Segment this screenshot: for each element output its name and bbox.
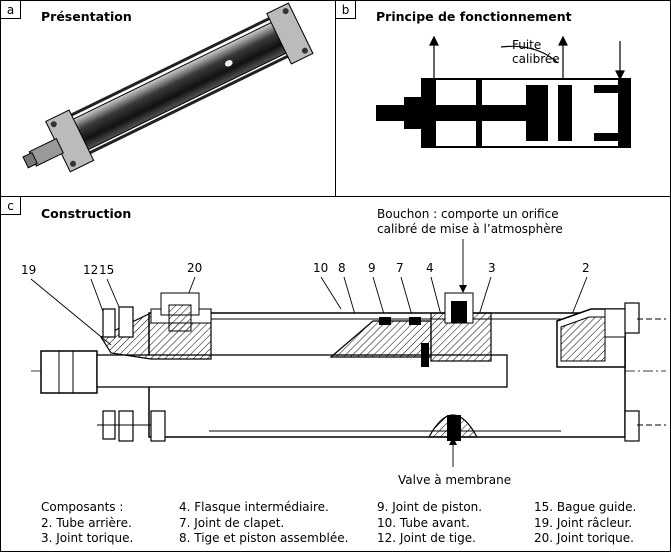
legend-item: 8. Tige et piston assemblée. xyxy=(179,531,349,545)
panel-construction: c Construction Bouchon : comporte un ori… xyxy=(0,196,671,552)
legend-item: 7. Joint de clapet. xyxy=(179,515,285,530)
panel-presentation: a Présentation xyxy=(0,0,336,197)
cylinder-photo xyxy=(22,2,314,173)
legend-item: 15. Bague guide. xyxy=(534,500,637,514)
panel-principe: b Principe de fonctionnement Fuite calib… xyxy=(335,0,671,197)
label-bouchon-line1: Bouchon : comporte un orifice xyxy=(377,207,559,221)
panel-tag-a: a xyxy=(1,1,21,19)
legend-item: 9. Joint de piston. xyxy=(377,500,483,514)
legend-item: 19. Joint râcleur. xyxy=(534,515,633,530)
panel-tag-c: c xyxy=(1,197,21,215)
legend-item: 20. Joint torique. xyxy=(534,531,634,545)
legend-item: 3. Joint torique. xyxy=(41,531,134,545)
legend-item: Composants : xyxy=(41,500,124,514)
part-number-9: 9 xyxy=(368,261,376,275)
part-number-7: 7 xyxy=(396,261,404,275)
panel-title-presentation: Présentation xyxy=(41,9,132,24)
part-number-8: 8 xyxy=(338,261,346,275)
part-number-12: 12 xyxy=(83,263,99,277)
construction-drawing xyxy=(30,239,666,467)
part-number-4: 4 xyxy=(426,261,434,275)
legend-item: 10. Tube avant. xyxy=(377,515,470,530)
legend-item: 12. Joint de tige. xyxy=(377,531,476,545)
part-number-10: 10 xyxy=(313,261,329,275)
panel-tag-b: b xyxy=(336,1,356,19)
legend-col-1: Composants : 2. Tube arrière. 3. Joint t… xyxy=(41,500,133,547)
part-number-3: 3 xyxy=(488,261,496,275)
label-valve: Valve à membrane xyxy=(398,473,512,487)
panel-title-construction: Construction xyxy=(41,206,132,221)
part-number-20: 20 xyxy=(187,261,203,275)
legend-col-3: 9. Joint de piston. 10. Tube avant. 12. … xyxy=(377,500,482,547)
legend-item: 2. Tube arrière. xyxy=(41,515,132,530)
legend-col-2: 4. Flasque intermédiaire. 7. Joint de cl… xyxy=(179,500,348,547)
principle-diagram xyxy=(376,35,631,148)
legend-col-4: 15. Bague guide. 19. Joint râcleur. 20. … xyxy=(534,500,636,547)
legend-item: 4. Flasque intermédiaire. xyxy=(179,500,329,514)
part-number-2: 2 xyxy=(582,261,590,275)
label-fuite: Fuite xyxy=(512,38,542,52)
part-number-15: 15 xyxy=(99,263,115,277)
part-number-19: 19 xyxy=(21,263,37,277)
panel-title-principe: Principe de fonctionnement xyxy=(376,9,572,24)
label-bouchon-line2: calibré de mise à l’atmosphère xyxy=(377,222,563,236)
